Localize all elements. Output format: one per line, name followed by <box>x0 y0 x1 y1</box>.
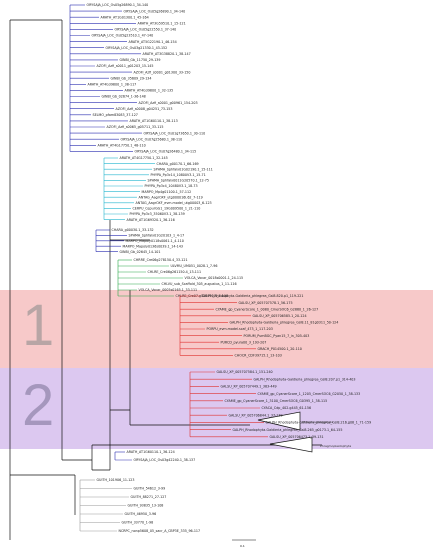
clade-red-1: GALPH_Rhodophyta-Galdieria_phlegrea_Gsl8… <box>179 294 339 358</box>
taxon-label: GINBI_Gb_35609_29-134 <box>111 76 152 80</box>
taxon-label: CYAME_gp_CyanerScore_1_1205_CmerSOC6_G20… <box>258 392 361 396</box>
taxon-label: GUITH_46950_3-96 <box>125 512 157 516</box>
clade-green: CHRRE_Cre06g278150.4_33-121ULVMU_UM051_0… <box>117 258 244 298</box>
taxon-label: AZOFI_Azfi_s0001_g00961_154-203 <box>139 101 198 105</box>
taxon-label: ORYSAJA_LOC_Os01g73650.1_30-110 <box>144 131 206 135</box>
taxon-label: GALSU_XP_005707578.1_56-175 <box>239 301 293 305</box>
taxon-label: PHYPA_Pp3c14_10800V3.1_15-71 <box>151 173 206 177</box>
taxon-label: GUITH_101906_11-123 <box>97 478 135 482</box>
taxon-label: ARATH_AT4G39800_1_32-135 <box>125 89 174 93</box>
taxon-label: ARATH_AT1G60110.1_38-113 <box>130 119 178 123</box>
taxon-label: GALPH_Rhodophyta-Galdieria_phlegrea_Gsl8… <box>230 321 339 325</box>
taxon-label: GINBI_Gb_02645_14-101 <box>120 250 161 254</box>
taxon-label: GALPH_Rhodophyta-Galdieria_phlegrea_Gsl8… <box>202 294 304 298</box>
taxon-label: ORYSAJA_LOC_Os07g26480.1_34-115 <box>135 150 197 154</box>
taxon-label: PHYPA_Pp3c4_10480V3.1_18-73 <box>145 184 198 188</box>
taxon-label: ARATH_AT1G60110.1_36-124 <box>127 450 175 454</box>
collapsed-clade-label-a: Phragmoplastophyta <box>302 420 333 424</box>
taxon-label: PORPU_evm.model.scaf_473_1_117-203 <box>207 327 273 331</box>
taxon-label: CHARA_g00170.1_66-169 <box>157 162 199 166</box>
taxon-label: SPHMA_Sphfalx01G02190.1_15-111 <box>154 167 213 171</box>
taxon-label: PURCD_pyura00_3_193-207 <box>221 340 267 344</box>
clade-blue: ORYSAJA_LOC_Os05g26890.1_34-140ORYSAJA_L… <box>69 3 206 154</box>
taxon-label: CYACA_Cdp_402.g445_61-156 <box>262 406 312 410</box>
taxon-label: GUITH_88271_27-127 <box>131 495 167 499</box>
taxon-label: ORYSAJA_LOC_Os03g21330.1_43-152 <box>106 46 168 50</box>
taxon-label: GINBI_Gb_02674_1-36-148 <box>102 95 146 99</box>
taxon-label: AZOFI_Azfi_s0001_g01300_33-150 <box>134 70 191 74</box>
taxon-label: VOLCA_Vocar_0018s0001.1_24-115 <box>185 276 244 280</box>
taxon-label: ARATH_AT1G01300.1_45-164 <box>101 15 149 19</box>
taxon-label: GUITH_33770_1-98 <box>122 521 154 525</box>
collapsed-clade-triangle-a[interactable] <box>257 411 301 431</box>
taxon-label: ORYSAJA_LOC_Os05g23510.1_47-140 <box>92 34 154 38</box>
taxon-label: GALSU_XP_005706473.1_39-131 <box>270 435 324 439</box>
taxon-label: ARATH_AT1G69320.1_36-116 <box>127 218 175 222</box>
taxon-label: ANTAG_AagrOXF_utg000016l.62_7-119 <box>139 195 203 199</box>
taxon-label: GUITH_54612_3-99 <box>134 487 166 491</box>
taxon-label: AZOFI_Azfi_s0008_g04251_73-153 <box>116 107 173 111</box>
taxon-label: PORUM_PumBGC_Pyan15_7_in_305-403 <box>244 334 310 338</box>
taxon-label: GALPH_Rhodophyta-Galdieria_phlegrea_Gsl8… <box>254 377 356 381</box>
clade-cyan: ARATH_AT4G17750.1_32-145CHARA_g00170.1_6… <box>103 156 213 222</box>
taxon-label: ARATH_AT4G17750.1_48-110 <box>98 144 146 148</box>
taxon-label: GUITH_93835_13-108 <box>128 504 164 508</box>
clade-label-1: 1 <box>22 293 54 358</box>
taxon-label: ORYSAJA_LOC_Os05g26890.1_34-140 <box>124 9 186 13</box>
taxon-label: PHYPA_Pp3c3_35060V3.1_38-139 <box>130 212 185 216</box>
taxon-label: GINBI_Gb_11750_29-139 <box>120 58 161 62</box>
clade-band-2 <box>0 368 433 449</box>
clade-cyan2: CHARA_g00030.1_33-132SPHMA_Sphfalx01G201… <box>95 228 185 254</box>
taxon-label: VOLCA_Vocar_0005s0165.1_33-111 <box>139 288 198 292</box>
taxon-label: ORYSAJA_LOC_Os03g42240.1_38-137 <box>134 458 196 462</box>
taxon-label: CHOCR_CDF39715.1_13-103 <box>235 354 282 358</box>
clade-band-1 <box>0 290 433 368</box>
scale-bar-label: 0.1 <box>240 544 245 548</box>
taxon-label: CERPU_CepurGG1_19G009500_1_21-110 <box>133 207 201 211</box>
taxon-label: ARATH_AT3G59510.1_15-121 <box>138 22 186 26</box>
taxon-label: GALSU_XP_005707584.1_151-240 <box>217 370 273 374</box>
taxon-label: GRACH_P014500.1_20-110 <box>258 347 302 351</box>
taxon-label: CHLVU_sub_Scaffold_305_augustus_1_11-116 <box>162 282 237 286</box>
taxon-label: MARPO_Mapoly0118s0061.1_4-110 <box>126 239 184 243</box>
taxon-label: GALPH_Rhodophyta-Galdieria_phlegrea_Gsl8… <box>233 428 343 432</box>
taxon-label: CHLRE_Cre07.g326950.4_7-108 <box>176 294 229 298</box>
taxon-label: CYAME_gp_CyanerScore_1_3100_CmerSOC6_G03… <box>225 399 328 403</box>
taxon-label: ORYSAJA_LOC_Os05g26890.1_34-140 <box>87 3 149 7</box>
clade-label-2: 2 <box>22 373 54 438</box>
collapsed-clade-triangle-b[interactable] <box>269 436 313 453</box>
taxon-label: ORYSAJA_LOC_Os05g22550.1_37-140 <box>115 28 177 32</box>
clade-outgroup: GUITH_101906_11-123GUITH_54612_3-99GUITH… <box>79 478 201 533</box>
taxon-label: ULVMU_UM051_0028.1_7-96 <box>171 264 218 268</box>
taxon-label: AZOFI_Azfi_s0065_g05711_33-115 <box>107 125 164 129</box>
taxon-label: CHRRE_Cre06g278150.4_33-121 <box>134 258 188 262</box>
collapsed-clade-label-b: Phragmoplastophyta <box>320 444 351 448</box>
taxon-label: GALSU_XP_005706585.1_20-124 <box>253 314 307 318</box>
taxon-label: CYAME_gp_CyanerScore_1_0080_CmerSOC6_G28… <box>216 307 319 311</box>
taxon-label: ORYSAJA_LOC_Os07g25680.1_38-110 <box>121 137 183 141</box>
taxon-label: MARPO_Mp4g01100.1_57-112 <box>142 190 192 194</box>
taxon-label: NCRPC_nonp5608_05_sacr_A_CBP3E_335_96-11… <box>119 529 201 533</box>
taxon-label: SELMO_pfam83083_37-127 <box>93 113 138 117</box>
taxon-label: GALSU_XP_005707449.1_383-449 <box>221 385 277 389</box>
taxon-label: ARATH_AT3G38820.1_38-147 <box>143 52 191 56</box>
taxon-label: ARATH_AT4G17750.1_32-145 <box>120 156 168 160</box>
taxon-label: AZOFI_Azfi_s0011_g01203_15-145 <box>97 64 154 68</box>
taxon-label: ARATH_AT4G39800_1_38-117 <box>88 83 137 87</box>
clade-after: ARATH_AT1G60110.1_36-124ORYSAJA_LOC_Os03… <box>114 450 196 462</box>
taxon-label: ANTAG_AagrOXF_evm.model_utg00003_6-123 <box>136 201 212 205</box>
taxon-label: CHARA_g00030.1_33-132 <box>112 228 154 232</box>
taxon-label: SPHMA_Sphfalx01G20103_1_4-17 <box>129 234 185 238</box>
taxon-label: CHLRE_Cre06g261150.4_13-111 <box>148 270 202 274</box>
taxon-label: GALSU_XP_005706844.1_37-139 <box>229 413 283 417</box>
taxon-label: GALPH_Rhodophyta-Galdieria_phlegrea_Gsl8… <box>266 421 372 425</box>
taxon-label: SPHMA_Sphfalx0011G20570.1_12-75 <box>148 179 209 183</box>
taxon-label: ARATH_AT5G22190.1_46-154 <box>129 40 177 44</box>
clade-red-2: GALSU_XP_005707584.1_151-240GALPH_Rhodop… <box>189 370 372 439</box>
taxon-label: MARPO_Mapoly0136s0039.1_14-143 <box>123 244 183 248</box>
